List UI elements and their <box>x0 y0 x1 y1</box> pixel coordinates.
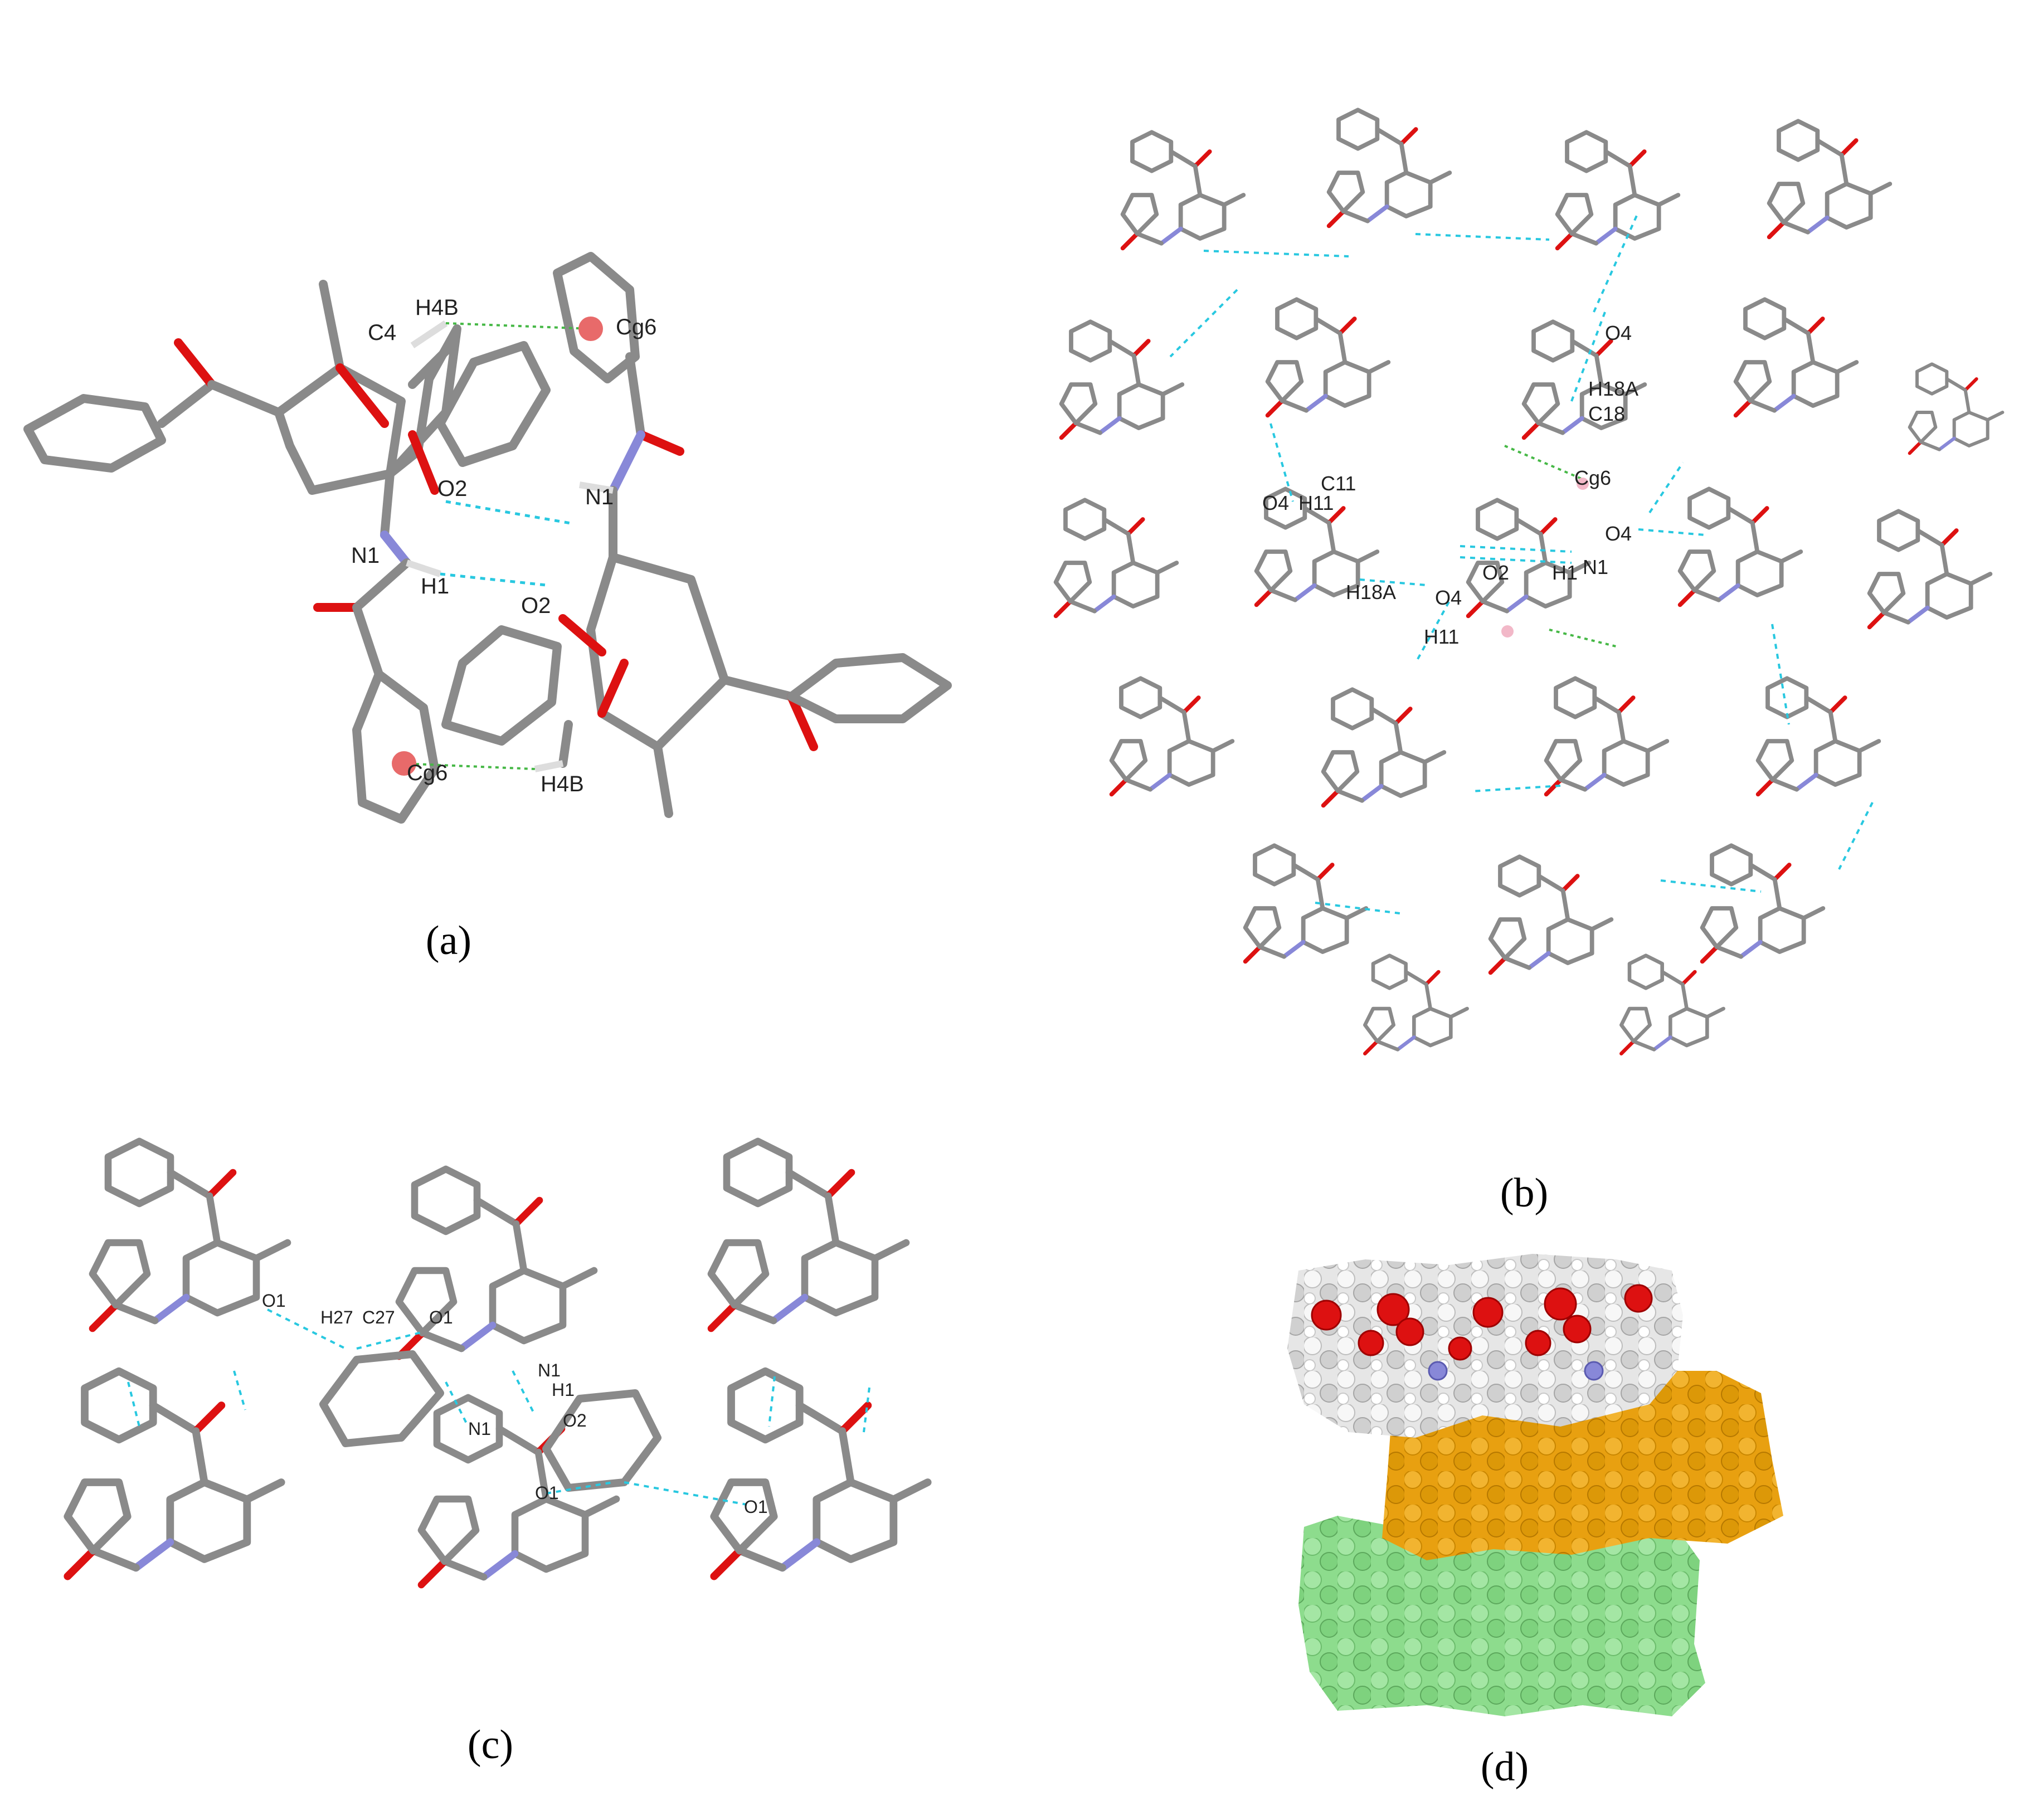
layer-green <box>1298 1516 1705 1716</box>
atom-label: H27 <box>320 1307 353 1327</box>
hbond-network <box>1169 211 1874 915</box>
atom-label: O1 <box>262 1291 286 1311</box>
layer-grey <box>1287 1254 1683 1438</box>
atom-label: Cg6 <box>1574 466 1611 489</box>
atom-label: N1 <box>351 543 380 568</box>
atom-label: C4 <box>368 320 396 345</box>
panel-c: O1 H27 C27 O1 N1 H1 N1 O2 O1 O1 (c) <box>67 1141 927 1768</box>
panel-b: O4 H18A C18 C11 H11 O4 Cg6 O4 O2 H1 N1 H… <box>1056 110 2003 1216</box>
hbond-chain <box>127 1308 870 1506</box>
panel-d: (d) <box>1287 1254 1783 1790</box>
chain-structure <box>67 1141 927 1585</box>
panel-b-caption: (b) <box>1500 1170 1548 1216</box>
centroid-marker <box>578 317 603 341</box>
layer-orange <box>1382 1371 1783 1560</box>
atom-label: O1 <box>429 1307 453 1327</box>
atom-label: Cg6 <box>407 761 447 785</box>
panel-d-caption: (d) <box>1481 1744 1529 1790</box>
atom-label: O2 <box>521 593 551 618</box>
atom-label: H18A <box>1588 377 1638 400</box>
atom-label: C11 <box>1321 472 1356 495</box>
atom-label: Cg6 <box>616 315 656 339</box>
atom-label: H1 <box>1552 561 1578 584</box>
panel-a: H4B C4 Cg6 O2 N1 N1 H1 O2 Cg6 H4B (a) <box>23 252 952 963</box>
atom-label: O2 <box>1482 561 1509 584</box>
atom-label: O4 <box>1435 586 1462 609</box>
atom-label: O2 <box>563 1410 587 1430</box>
packing-network <box>1056 110 2003 1053</box>
atom-label: C27 <box>362 1307 395 1327</box>
centroid-marker <box>392 751 416 776</box>
atom-label: C18 <box>1588 402 1625 425</box>
panel-a-caption: (a) <box>426 918 471 963</box>
atom-label: O1 <box>535 1483 559 1503</box>
dimer-molecule-structure <box>23 252 952 824</box>
atom-label: O4 <box>1262 492 1289 514</box>
oxygen-atoms <box>1311 1284 1653 1361</box>
atom-label: O4 <box>1605 322 1632 344</box>
atom-label: N1 <box>468 1419 491 1439</box>
atom-label: O4 <box>1605 522 1632 545</box>
atom-label: N1 <box>538 1360 561 1380</box>
centroid-marker <box>1501 625 1514 638</box>
atom-label: H18A <box>1346 581 1396 604</box>
atom-label: H11 <box>1298 492 1334 514</box>
atom-label: H4B <box>541 772 584 796</box>
atom-label: H1 <box>552 1380 575 1400</box>
atom-label: H1 <box>421 574 449 598</box>
centroid-marker <box>1577 478 1589 490</box>
atom-label: H11 <box>1424 625 1459 648</box>
space-filling-layers <box>1287 1254 1783 1716</box>
nitrogen-atoms <box>1428 1361 1604 1381</box>
atom-label: H4B <box>415 295 459 320</box>
atom-label: O1 <box>744 1497 768 1517</box>
atom-label: O2 <box>437 476 467 501</box>
atom-label: N1 <box>585 485 614 509</box>
atom-label: N1 <box>1583 556 1608 578</box>
panel-c-caption: (c) <box>468 1722 513 1768</box>
